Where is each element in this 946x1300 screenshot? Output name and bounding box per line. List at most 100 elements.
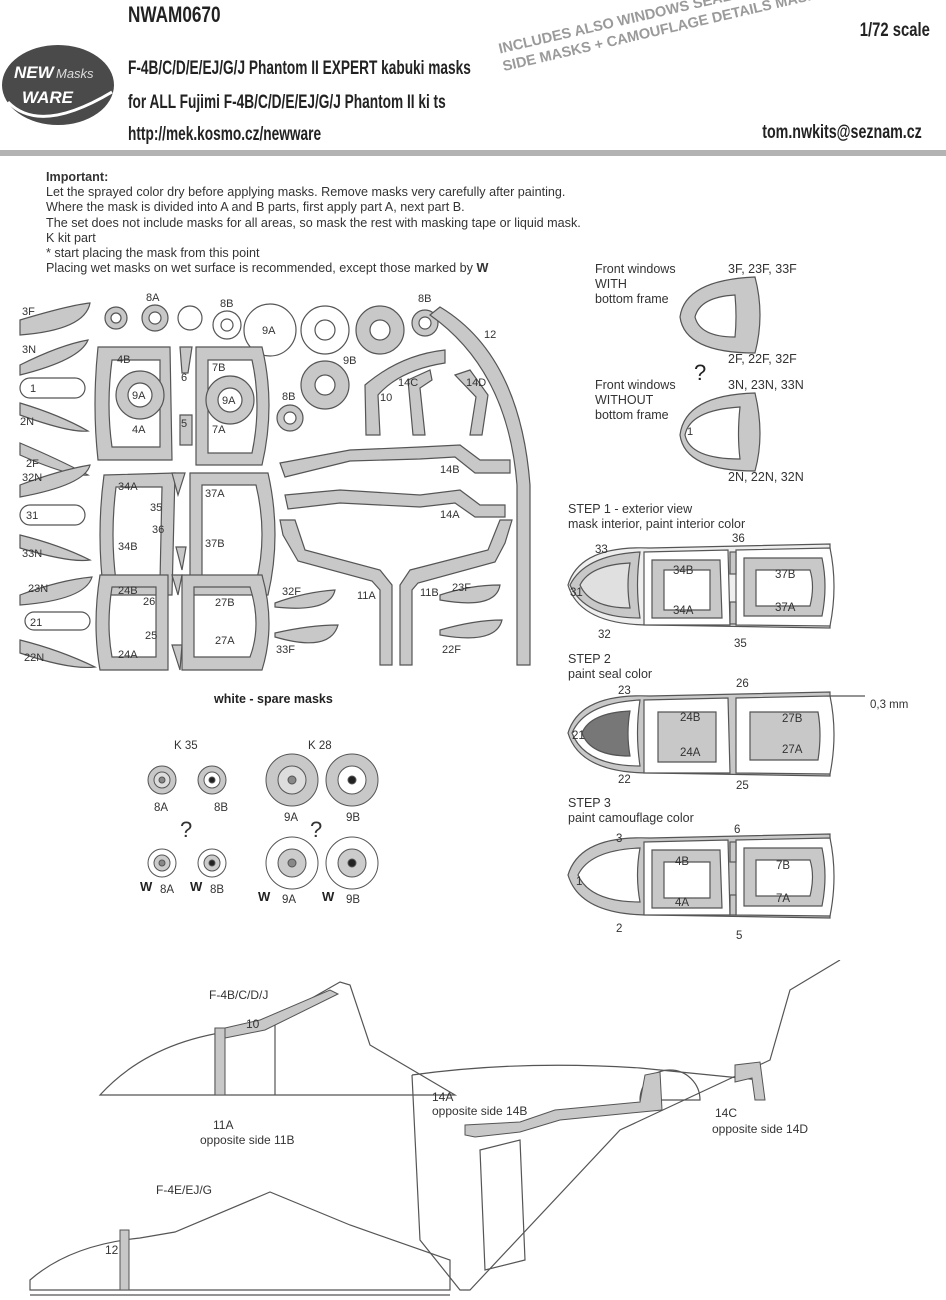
product-subtitle: for ALL Fujimi F-4B/C/D/E/EJ/G/J Phantom… [128, 92, 446, 113]
step3-subtitle: paint camouflage color [568, 811, 694, 825]
label-6: 6 [734, 824, 740, 836]
label-k28: K 28 [308, 740, 332, 752]
instruction-line: Let the sprayed color dry before applyin… [46, 185, 566, 200]
label-27A: 27A [782, 744, 803, 756]
opposite-11B: opposite side 11B [200, 1133, 295, 1147]
label-22F: 22F [442, 644, 461, 656]
view-f4eejg-title: F-4E/EJ/G [156, 1183, 212, 1197]
wheel-masks: K 35 K 28 8A 8B 9A 9B 8A 8B 9A 9B ? ? W … [140, 740, 379, 906]
label-22N: 22N [24, 652, 44, 664]
label-32: 32 [598, 629, 611, 641]
logo-text-new: NEW [14, 63, 56, 82]
label-32F: 32F [282, 586, 301, 598]
opposite-14D: opposite side 14D [712, 1122, 808, 1136]
front-without-label: Front windows WITHOUT bottom frame [595, 378, 676, 423]
label-5: 5 [181, 418, 187, 430]
front-without-line: bottom frame [595, 408, 669, 422]
label-26: 26 [143, 596, 155, 608]
label-23N: 23N [28, 583, 48, 595]
label-4B: 4B [675, 856, 689, 868]
label-14C: 14C [715, 1106, 737, 1120]
label-7B: 7B [212, 362, 225, 374]
front-with-codes-top: 3F, 23F, 33F [728, 262, 797, 276]
label-2F: 2F [26, 458, 39, 470]
label-24B: 24B [118, 585, 138, 597]
label-34B: 34B [673, 565, 694, 577]
instruction-line: Placing wet masks on wet surface is reco… [46, 261, 656, 276]
label-36: 36 [152, 524, 164, 536]
instructions-heading: Important: [46, 170, 109, 184]
question-mark: ? [310, 817, 322, 842]
label-1: 1 [576, 876, 582, 888]
step3-caption: STEP 3 paint camouflage color [568, 796, 694, 826]
label-25: 25 [736, 780, 749, 792]
front-with-codes-bottom: 2F, 22F, 32F [728, 352, 797, 366]
label-9B: 9B [343, 355, 356, 367]
label-33F: 33F [276, 644, 295, 656]
label-9B: 9B [346, 812, 360, 824]
label-27B: 27B [215, 597, 235, 609]
header-divider [0, 150, 946, 156]
includes-note: INCLUDES ALSO WINDOWS SEAL AND INNER SID… [497, 0, 829, 76]
wet-mark: W [258, 889, 271, 904]
scale-label: 1/72 scale [859, 20, 930, 41]
label-8A: 8A [154, 802, 168, 814]
label-25: 25 [145, 630, 157, 642]
front-with-label: Front windows WITH bottom frame [595, 262, 676, 307]
label-14A: 14A [432, 1090, 453, 1104]
label-9A: 9A [222, 395, 236, 407]
label-22: 22 [618, 774, 631, 786]
label-10: 10 [380, 392, 392, 404]
label-26: 26 [736, 678, 749, 690]
logo-text-masks: Masks [56, 66, 94, 81]
front-without-codes-bottom: 2N, 22N, 32N [728, 470, 804, 484]
step2-caption: STEP 2 paint seal color [568, 652, 652, 682]
label-14B: 14B [440, 464, 460, 476]
label-8B: 8B [210, 884, 224, 896]
question-mark: ? [180, 817, 192, 842]
question-mark: ? [694, 360, 707, 385]
instructions: Important: Let the sprayed color dry bef… [46, 170, 656, 276]
label-14A: 14A [440, 509, 460, 521]
step1-subtitle: mask interior, paint interior color [568, 517, 746, 531]
label-34B: 34B [118, 541, 138, 553]
label-3: 3 [616, 833, 622, 845]
label-8A: 8A [146, 292, 160, 304]
front-with-line: Front windows [595, 262, 676, 276]
label-7B: 7B [776, 860, 790, 872]
label-8B: 8B [282, 391, 295, 403]
label-9A: 9A [284, 812, 298, 824]
label-35: 35 [734, 638, 747, 650]
label-7A: 7A [776, 893, 790, 905]
label-33: 33 [595, 544, 608, 556]
label-12: 12 [484, 329, 496, 341]
label-12: 12 [105, 1243, 119, 1257]
wet-mark: W [476, 261, 489, 276]
label-8B: 8B [418, 293, 431, 305]
label-9A: 9A [262, 325, 276, 337]
side-views: F-4B/C/D/J 10 11A opposite side 11B F-4E… [29, 960, 841, 1296]
seal-width-label: 0,3 mm [870, 699, 908, 711]
label-36: 36 [732, 533, 745, 545]
email-address: tom.nwkits@seznam.cz [762, 122, 922, 143]
wet-mark: W [140, 879, 153, 894]
label-37A: 37A [775, 602, 796, 614]
instruction-wet-text: Placing wet masks on wet surface is reco… [46, 261, 473, 276]
mask-sheet: 3F 3N 1 2N 2F 32N 31 33N 23N 21 22N 8A 8… [19, 292, 531, 671]
instruction-line: Where the mask is divided into A and B p… [46, 200, 465, 215]
steps-diagrams: 33 31 32 34B 34A 36 35 37B 37A 23 21 22 … [567, 533, 908, 942]
instruction-line: K kit part [46, 230, 96, 245]
front-without-line: WITHOUT [595, 393, 654, 407]
label-35: 35 [150, 502, 162, 514]
label-27B: 27B [782, 713, 803, 725]
label-31: 31 [26, 510, 38, 522]
front-without-line: Front windows [595, 378, 676, 392]
website-url: http://mek.kosmo.cz/newware [128, 124, 322, 145]
product-title: F-4B/C/D/E/EJ/G/J Phantom II EXPERT kabu… [128, 58, 471, 79]
label-24A: 24A [118, 649, 138, 661]
label-9A: 9A [132, 390, 146, 402]
label-21: 21 [30, 617, 42, 629]
opposite-14B: opposite side 14B [432, 1104, 527, 1118]
label-23F: 23F [452, 582, 471, 594]
label-11B: 11B [420, 587, 439, 599]
